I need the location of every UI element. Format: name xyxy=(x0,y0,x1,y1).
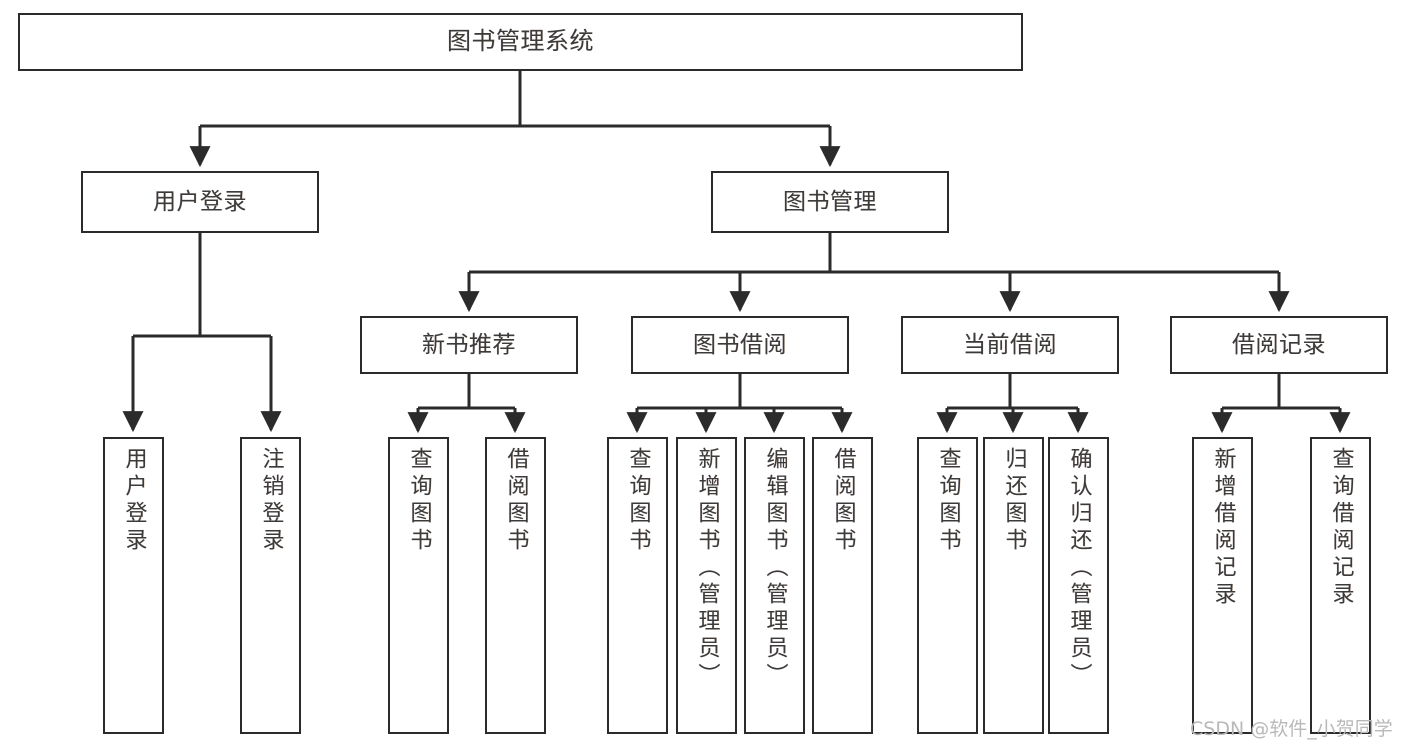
node-leaf-query-book-2[interactable]: 查询图书 xyxy=(607,437,668,734)
node-leaf-query-book-1-label: 查询图书 xyxy=(406,447,432,555)
node-leaf-user-logout-label: 注销登录 xyxy=(258,447,284,555)
node-user-login-label: 用户登录 xyxy=(153,188,247,215)
csdn-watermark: CSDN @软件_小贺同学 xyxy=(1190,718,1393,740)
node-leaf-query-book-3[interactable]: 查询图书 xyxy=(917,437,978,734)
node-leaf-query-book-2-label: 查询图书 xyxy=(625,447,651,555)
node-leaf-user-login[interactable]: 用户登录 xyxy=(103,437,164,734)
node-book-manage-label: 图书管理 xyxy=(783,188,877,215)
node-leaf-user-logout[interactable]: 注销登录 xyxy=(240,437,301,734)
node-borrow-record-label: 借阅记录 xyxy=(1232,331,1326,358)
node-leaf-add-record[interactable]: 新增借阅记录 xyxy=(1192,437,1253,734)
node-leaf-user-login-label: 用户登录 xyxy=(121,447,147,555)
node-root[interactable]: 图书管理系统 xyxy=(18,13,1023,71)
node-root-label: 图书管理系统 xyxy=(447,27,594,56)
node-current-borrow[interactable]: 当前借阅 xyxy=(901,316,1119,374)
node-leaf-query-book-3-label: 查询图书 xyxy=(935,447,961,555)
node-book-manage[interactable]: 图书管理 xyxy=(711,171,949,233)
node-new-book-recommend-label: 新书推荐 xyxy=(422,331,516,358)
node-current-borrow-label: 当前借阅 xyxy=(963,331,1057,358)
node-borrow-record[interactable]: 借阅记录 xyxy=(1170,316,1388,374)
node-leaf-return-book-label: 归还图书 xyxy=(1001,447,1027,555)
node-leaf-edit-book[interactable]: 编辑图书（管理员） xyxy=(744,437,805,734)
node-leaf-edit-book-label: 编辑图书（管理员） xyxy=(762,447,788,690)
node-book-borrow-label: 图书借阅 xyxy=(693,331,787,358)
node-leaf-borrow-book-2[interactable]: 借阅图书 xyxy=(812,437,873,734)
node-leaf-query-book-1[interactable]: 查询图书 xyxy=(388,437,449,734)
node-leaf-borrow-book-1[interactable]: 借阅图书 xyxy=(485,437,546,734)
node-leaf-query-record-label: 查询借阅记录 xyxy=(1328,447,1354,609)
node-leaf-add-book-label: 新增图书（管理员） xyxy=(694,447,720,690)
node-leaf-add-book[interactable]: 新增图书（管理员） xyxy=(676,437,737,734)
node-leaf-query-record[interactable]: 查询借阅记录 xyxy=(1310,437,1371,734)
node-book-borrow[interactable]: 图书借阅 xyxy=(631,316,849,374)
node-leaf-return-book[interactable]: 归还图书 xyxy=(983,437,1044,734)
node-new-book-recommend[interactable]: 新书推荐 xyxy=(360,316,578,374)
node-leaf-confirm-return[interactable]: 确认归还（管理员） xyxy=(1048,437,1109,734)
node-leaf-confirm-return-label: 确认归还（管理员） xyxy=(1066,447,1092,690)
node-leaf-borrow-book-1-label: 借阅图书 xyxy=(503,447,529,555)
node-leaf-borrow-book-2-label: 借阅图书 xyxy=(830,447,856,555)
node-user-login[interactable]: 用户登录 xyxy=(81,171,319,233)
node-leaf-add-record-label: 新增借阅记录 xyxy=(1210,447,1236,609)
